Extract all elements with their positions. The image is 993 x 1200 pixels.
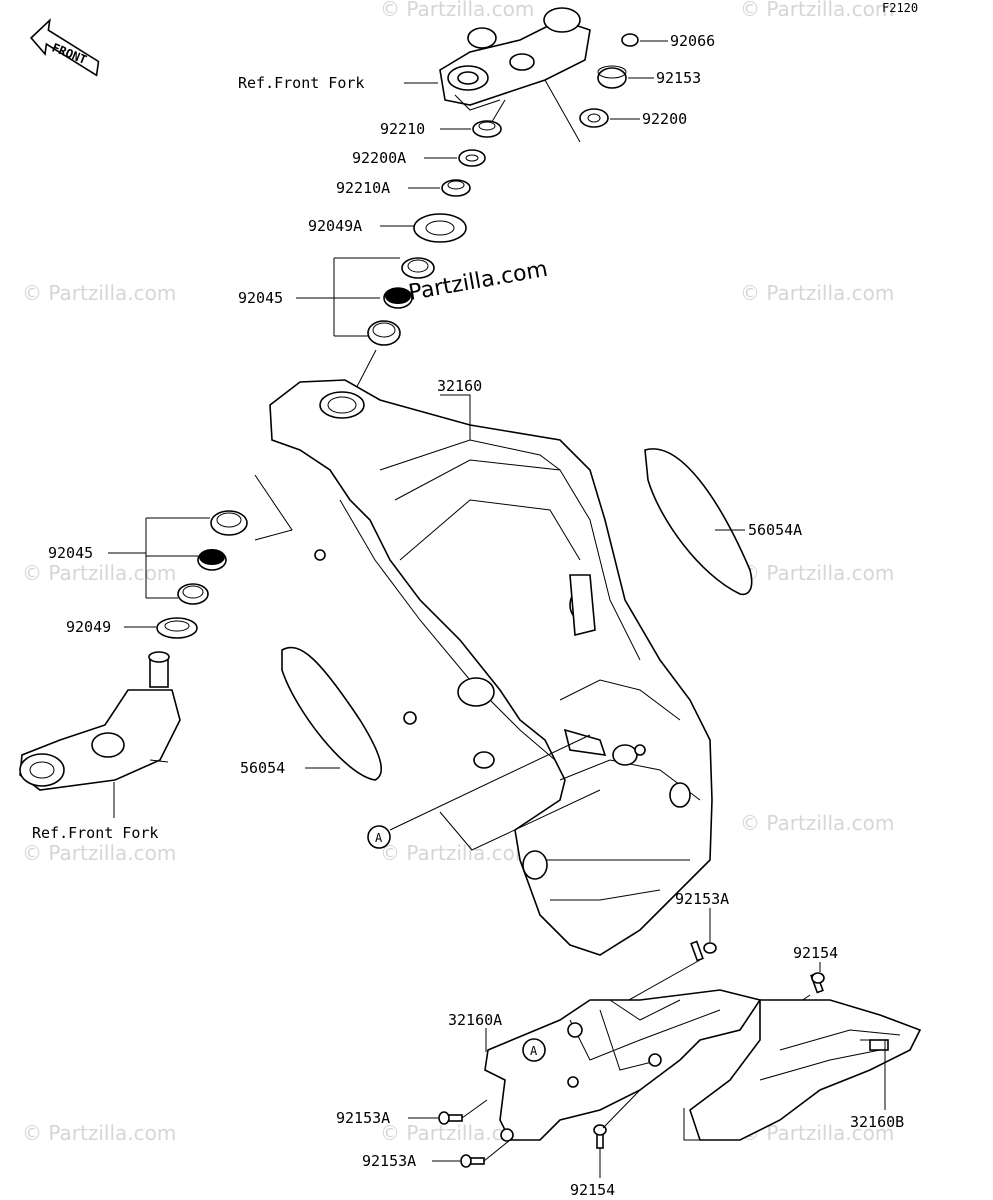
leader-line <box>254 474 293 541</box>
label-92049: 92049 <box>66 618 111 636</box>
part-92153-grommet <box>597 65 627 89</box>
part-92200-washer <box>579 108 609 128</box>
label-92200A: 92200A <box>352 149 406 167</box>
label-92153A-right: 92153A <box>675 890 729 908</box>
watermark: © Partzilla.com <box>22 561 176 585</box>
leader-line <box>609 999 715 1141</box>
part-92049-seal <box>156 617 198 639</box>
part-92045-upper-bearing <box>367 257 435 346</box>
watermark: © Partzilla.com <box>740 811 894 835</box>
watermark: © Partzilla.com <box>740 561 894 585</box>
part-92210A-nut <box>441 179 471 197</box>
front-arrow-icon: FRONT <box>30 18 100 77</box>
cover-56054 <box>281 646 382 781</box>
leader-line <box>544 79 581 143</box>
leader-line <box>461 1099 488 1119</box>
label-92066: 92066 <box>670 32 715 50</box>
label-92153A-left: 92153A <box>336 1109 390 1127</box>
bolt-92154-bottom <box>593 1124 607 1149</box>
bracket-line <box>333 257 400 337</box>
leader-line <box>619 959 701 1006</box>
label-92153: 92153 <box>656 69 701 87</box>
leader-line <box>860 1039 886 1110</box>
label-92154-bottom: 92154 <box>570 1181 615 1199</box>
label-92200: 92200 <box>642 110 687 128</box>
label-92154-right: 92154 <box>793 944 838 962</box>
callout-a-frame: A <box>367 825 391 849</box>
part-92200A-washer <box>458 149 486 167</box>
leader-line <box>440 394 471 440</box>
watermark: © Partzilla.com <box>740 281 894 305</box>
cover-56054A <box>644 448 753 596</box>
watermark: © Partzilla.com <box>380 0 534 21</box>
bracket-line <box>145 517 210 599</box>
part-92049A-seal <box>413 213 467 243</box>
leader-line <box>439 789 601 851</box>
part-92210-nut <box>472 120 502 138</box>
watermark: © Partzilla.com <box>22 841 176 865</box>
watermark: © Partzilla.com <box>740 0 894 21</box>
main-frame-32160 <box>269 379 713 956</box>
label-92153A-bottom: 92153A <box>362 1152 416 1170</box>
watermark: © Partzilla.com <box>22 281 176 305</box>
subframe-32160A <box>484 989 762 1142</box>
label-92045-top: 92045 <box>238 289 283 307</box>
label-32160A: 32160A <box>448 1011 502 1029</box>
lower-triple-clamp <box>19 651 181 791</box>
part-92066-cap <box>621 33 639 47</box>
label-32160: 32160 <box>437 377 482 395</box>
figure-code: F2120 <box>882 1 918 15</box>
leader-line <box>389 734 591 831</box>
watermark: © Partzilla.com <box>380 841 534 865</box>
bolt-92154-right <box>810 972 825 994</box>
upper-triple-clamp <box>439 7 591 111</box>
bolt-92153A-right <box>690 940 717 962</box>
subframe-32160B <box>689 999 922 1141</box>
watermark-layer: © Partzilla.com © Partzilla.com © Partzi… <box>22 0 894 1145</box>
label-ref-front-fork-top: Ref.Front Fork <box>238 74 364 92</box>
label-92045-left: 92045 <box>48 544 93 562</box>
callout-a-label: A <box>375 831 383 845</box>
label-56054A: 56054A <box>748 521 802 539</box>
label-92210: 92210 <box>380 120 425 138</box>
callout-a-label: A <box>530 1044 538 1058</box>
callout-a-subframe: A <box>522 1038 546 1062</box>
label-ref-front-fork-bottom: Ref.Front Fork <box>32 824 158 842</box>
leader-line <box>483 1139 511 1162</box>
leader-line <box>602 1089 641 1129</box>
label-92210A: 92210A <box>336 179 390 197</box>
part-92045-lower-bearing <box>177 510 248 605</box>
label-32160B: 32160B <box>850 1113 904 1131</box>
watermark: © Partzilla.com <box>22 1121 176 1145</box>
bolt-92153A-bottom <box>460 1154 485 1168</box>
label-56054: 56054 <box>240 759 285 777</box>
label-92049A: 92049A <box>308 217 362 235</box>
